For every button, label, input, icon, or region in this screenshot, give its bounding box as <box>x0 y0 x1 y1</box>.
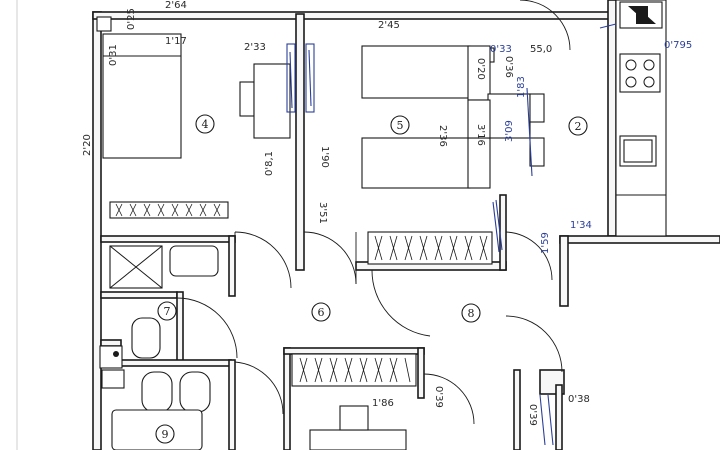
bed-room-4 <box>102 33 182 159</box>
svg-text:8: 8 <box>468 307 475 320</box>
dim-right-small2: 1'59 <box>540 232 551 254</box>
room-9-label: 9 <box>155 424 175 444</box>
toilet-room-7 <box>131 317 161 359</box>
room-2-label: 2 <box>568 116 588 136</box>
svg-text:9: 9 <box>162 428 169 441</box>
bed-a-room-5 <box>361 45 471 99</box>
dim-bed-right: 2'33 <box>244 42 266 53</box>
dim-wall-left-top: 0'31 <box>108 44 119 66</box>
desk-room-4 <box>253 63 291 139</box>
dim-small-a: 0'20 <box>475 58 486 80</box>
room-5-furniture <box>361 45 545 265</box>
dim-left-height: 2'20 <box>82 134 93 156</box>
interior-walls <box>100 13 565 450</box>
dim-right-small: 1'34 <box>570 220 592 231</box>
dining-table <box>309 429 407 450</box>
sink-room-7 <box>169 245 219 277</box>
dim-bottom-d: 0'39 <box>527 404 538 426</box>
svg-text:6: 6 <box>318 306 325 319</box>
room-4-furniture <box>102 33 291 219</box>
dim-corridor-c: 3'51 <box>317 202 328 224</box>
dim-room5-d: 1'83 <box>516 76 527 98</box>
dim-kitchen-top: 0'795 <box>664 40 692 51</box>
svg-text:7: 7 <box>164 305 171 318</box>
closet-hall <box>291 353 417 387</box>
toilet-room-9 <box>141 371 173 413</box>
dim-top-width: 2'64 <box>165 0 187 11</box>
closet-room-5 <box>367 231 493 265</box>
dim-small-c: 0'36 <box>503 56 514 78</box>
dim-corridor-b: 1'90 <box>319 146 330 168</box>
room-5-label: 5 <box>390 115 410 135</box>
room-7-bathroom <box>109 245 219 359</box>
central-furniture <box>291 353 417 450</box>
dim-small-b: 0'33 <box>490 44 512 55</box>
svg-text:5: 5 <box>397 119 404 132</box>
kitchen-counter <box>615 0 667 237</box>
dim-bottom-c: 0'38 <box>568 394 590 405</box>
room-labels: 4 5 2 7 6 8 9 <box>155 114 588 444</box>
dim-bottom-a: 0'39 <box>433 386 444 408</box>
dim-room5-c: 3'09 <box>504 120 515 142</box>
dim-bed-width: 1'17 <box>165 36 187 47</box>
dim-room5-a: 2'36 <box>437 125 448 147</box>
room-6-label: 6 <box>311 302 331 322</box>
bed-b-room-5 <box>361 137 471 189</box>
door-swings <box>176 0 571 425</box>
room-9-bathroom <box>99 345 211 450</box>
svg-text:4: 4 <box>202 118 209 131</box>
svg-text:2: 2 <box>575 120 582 133</box>
closet-room-4 <box>109 201 229 219</box>
dim-small-d: 55,0 <box>530 44 552 55</box>
room-7-label: 7 <box>157 301 177 321</box>
dimension-labels: 2'64 2'45 0'31 0'25 1'17 2'20 2'33 0'8,1… <box>82 0 692 426</box>
pen-annotations <box>286 23 617 446</box>
dim-top-right: 2'45 <box>378 20 400 31</box>
dim-bottom-b: 1'86 <box>372 398 394 409</box>
bidet-room-9 <box>179 371 211 413</box>
dim-corridor-a: 0'8,1 <box>264 151 275 176</box>
dim-room5-b: 3'16 <box>475 124 486 146</box>
room-4-label: 4 <box>195 114 215 134</box>
dim-wall-left-top2: 0'25 <box>126 8 137 30</box>
room-8-label: 8 <box>461 303 481 323</box>
